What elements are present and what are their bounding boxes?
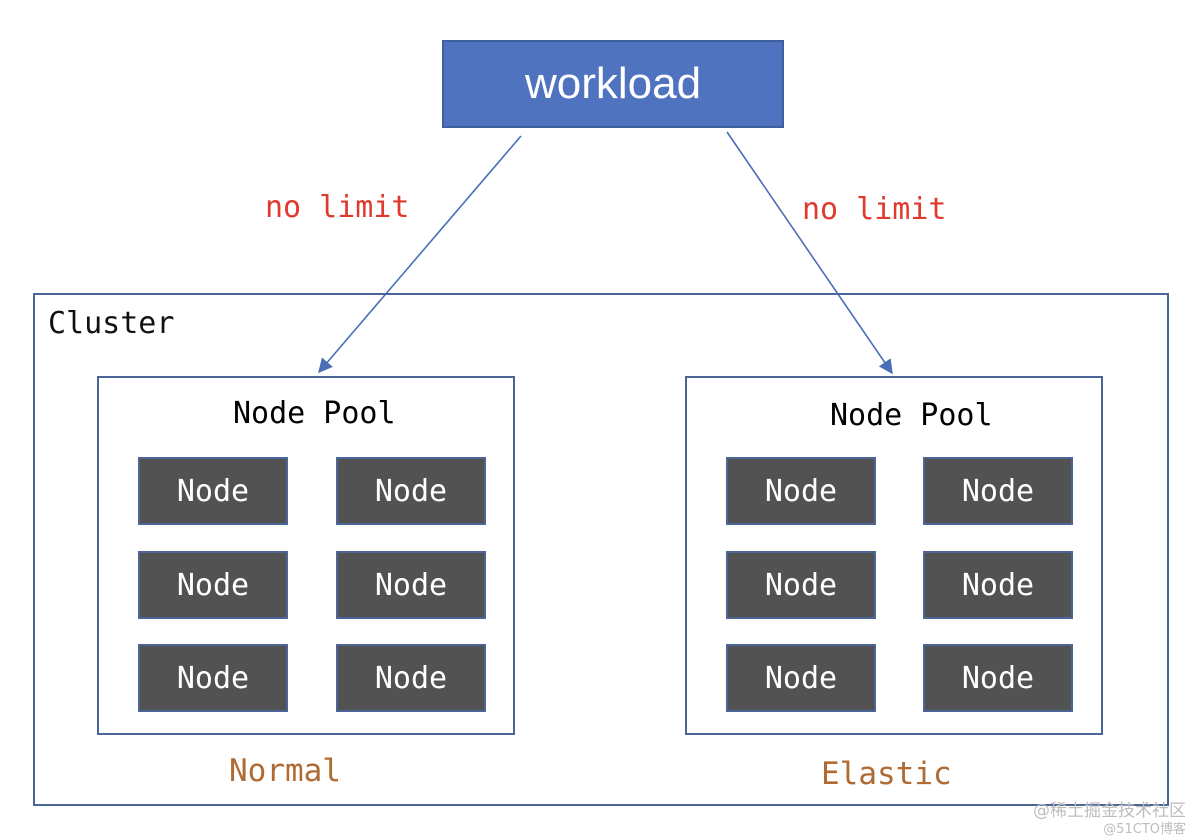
node-label: Node <box>961 473 1035 509</box>
cluster-title: Cluster <box>48 306 175 341</box>
node-label: Node <box>961 660 1035 696</box>
node-label: Node <box>374 473 448 509</box>
workload-label: workload <box>524 59 702 108</box>
node-label: Node <box>764 473 838 509</box>
edge-label-left: no limit <box>265 190 410 225</box>
node-label: Node <box>961 567 1035 603</box>
cluster-box <box>33 293 1169 806</box>
workload-box: workload <box>442 40 784 128</box>
node-pool-normal-title: Node Pool <box>233 396 396 431</box>
node: Node <box>138 644 288 712</box>
node: Node <box>726 457 876 525</box>
node: Node <box>923 644 1073 712</box>
node: Node <box>336 457 486 525</box>
edge-label-right: no limit <box>802 192 947 227</box>
node: Node <box>923 551 1073 619</box>
node-label: Node <box>176 473 250 509</box>
arrow-to-elastic-pool <box>726 131 893 375</box>
node-label: Node <box>374 660 448 696</box>
node-pool-normal-caption: Normal <box>229 753 341 789</box>
node-label: Node <box>764 567 838 603</box>
node-label: Node <box>764 660 838 696</box>
arrow-to-normal-pool <box>318 135 522 374</box>
watermark-juejin: @稀土掘金技术社区 <box>1033 801 1186 821</box>
node: Node <box>336 551 486 619</box>
node: Node <box>336 644 486 712</box>
node-label: Node <box>176 660 250 696</box>
node: Node <box>726 644 876 712</box>
node-pool-elastic-caption: Elastic <box>821 756 952 792</box>
node-pool-elastic-title: Node Pool <box>830 398 993 433</box>
node: Node <box>138 457 288 525</box>
node: Node <box>726 551 876 619</box>
node-label: Node <box>374 567 448 603</box>
node: Node <box>923 457 1073 525</box>
node-label: Node <box>176 567 250 603</box>
watermark-51cto: @51CTO博客 <box>1103 822 1186 837</box>
node: Node <box>138 551 288 619</box>
